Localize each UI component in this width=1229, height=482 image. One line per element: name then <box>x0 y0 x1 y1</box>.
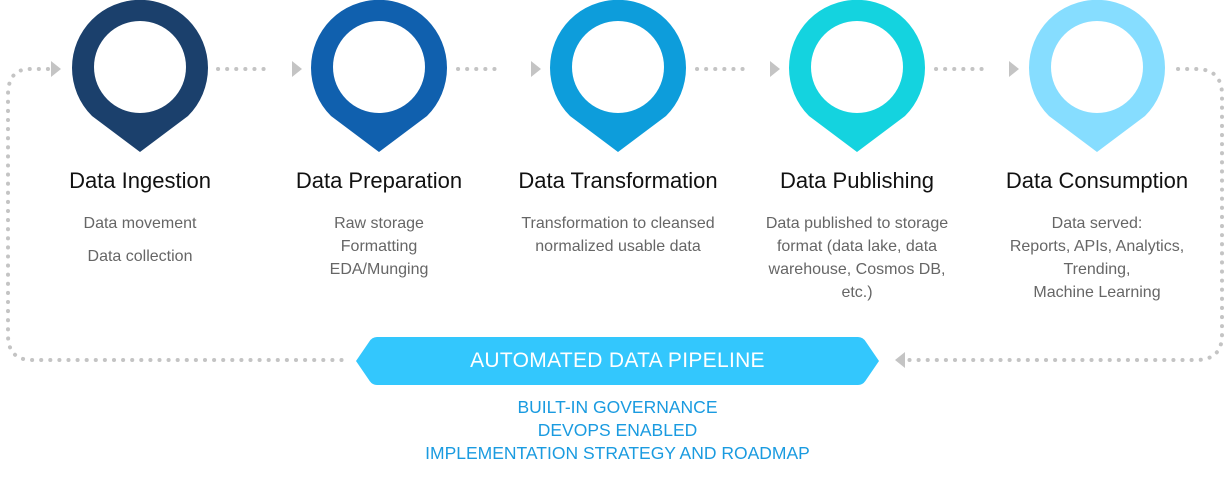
description-line: Formatting <box>340 238 418 255</box>
location-pin-icon <box>550 0 686 152</box>
banner-label: AUTOMATED DATA PIPELINE <box>470 349 765 372</box>
description-line: Transformation to cleansed <box>521 215 715 232</box>
arrow-icon <box>1009 61 1019 77</box>
description-line: format (data lake, data <box>776 238 938 255</box>
stage-title: Data Transformation <box>518 168 718 193</box>
stage-title: Data Consumption <box>1005 168 1189 193</box>
arrow-icon <box>895 352 905 368</box>
right-loop-dotted-line <box>903 67 1224 362</box>
feature-devops: DEVOPS ENABLED <box>537 420 698 440</box>
description-line: Trending, <box>1063 261 1131 278</box>
location-pin-icon <box>311 0 447 152</box>
description-line: warehouse, Cosmos DB, <box>768 261 946 278</box>
description-line: Data movement <box>83 215 197 232</box>
description-line: Data collection <box>87 248 193 265</box>
description-line: etc.) <box>841 284 873 301</box>
arrow-icon <box>51 61 61 77</box>
automated-pipeline-banner: AUTOMATED DATA PIPELINE <box>355 335 880 387</box>
arrow-icon <box>531 61 541 77</box>
location-pin-icon <box>1029 0 1165 152</box>
description-line: EDA/Munging <box>329 261 429 278</box>
description-line: Machine Learning <box>1033 284 1161 301</box>
description-line: normalized usable data <box>535 238 701 255</box>
stage-description: Data published to storage format (data la… <box>737 212 977 304</box>
stage-description: Data served: Reports, APIs, Analytics, Tre… <box>977 212 1217 304</box>
location-pin-icon <box>72 0 208 152</box>
description-line: Reports, APIs, Analytics, <box>1009 238 1185 255</box>
feature-roadmap: IMPLEMENTATION STRATEGY AND ROADMAP <box>425 443 810 463</box>
arrow-icon <box>770 61 780 77</box>
stage-description: Transformation to cleansed normalized usa… <box>498 212 738 258</box>
arrow-icon <box>292 61 302 77</box>
stage-title: Data Preparation <box>295 168 463 193</box>
stage-title: Data Publishing <box>779 168 935 193</box>
stage-title: Data Ingestion <box>69 168 211 193</box>
left-loop-dotted-line <box>6 67 347 362</box>
description-line: Data served: <box>1051 215 1143 232</box>
description-line: Data published to storage <box>765 215 949 232</box>
feature-governance: BUILT-IN GOVERNANCE <box>517 397 718 417</box>
description-line: Raw storage <box>334 215 424 232</box>
location-pin-icon <box>789 0 925 152</box>
feature-list: BUILT-IN GOVERNANCE DEVOPS ENABLED IMPLE… <box>355 396 880 465</box>
